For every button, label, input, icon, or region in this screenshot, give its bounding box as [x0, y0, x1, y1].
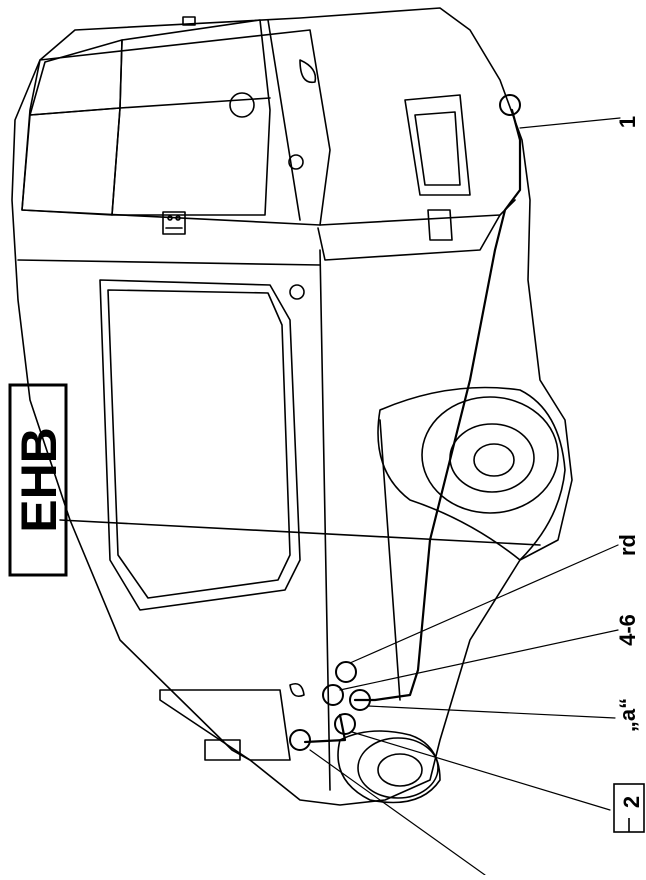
marker-1	[499, 94, 521, 116]
ehb-badge: EHB	[8, 383, 68, 577]
rear-door-edge	[267, 19, 301, 221]
rear-tow-socket	[427, 209, 453, 241]
label-rd: rd	[615, 534, 640, 556]
ehb-label: EHB	[11, 427, 67, 533]
rear-door-handle	[299, 59, 317, 84]
leader-1	[519, 117, 621, 129]
label-1: 1	[615, 116, 640, 128]
rear-lamp-inner	[414, 111, 461, 186]
rear-window-circle	[229, 92, 255, 118]
marker-rd	[335, 661, 357, 683]
leader-4-6	[339, 629, 619, 691]
marker-a	[349, 689, 371, 711]
rear-hub	[473, 443, 515, 477]
leader-2	[351, 731, 611, 811]
rear-door-left	[21, 107, 121, 216]
callout-2-box: 2	[613, 783, 645, 833]
hinge-bolt-2	[175, 215, 181, 221]
side-door-inner	[107, 289, 291, 599]
side-body-line	[59, 519, 541, 546]
front-door-handle	[289, 682, 305, 698]
rear-top-lamp	[182, 16, 196, 26]
rear-tyre	[421, 396, 559, 514]
marker-2	[334, 713, 356, 735]
leader-a	[367, 705, 616, 719]
rear-lock-circle	[288, 154, 304, 170]
front-rim	[377, 753, 423, 787]
rear-roof-panel	[21, 29, 331, 226]
wiring-harness-branch	[303, 713, 347, 744]
rear-rim	[449, 423, 535, 493]
rear-door-seam	[119, 97, 271, 109]
marker-extra	[289, 729, 311, 751]
rear-bumper-top	[319, 199, 516, 226]
front-tyre	[357, 737, 439, 799]
leader-rd	[349, 544, 619, 664]
front-door-window	[159, 689, 291, 761]
rear-door-left-upper	[29, 39, 123, 116]
rear-hinge	[162, 211, 186, 235]
side-sliding-door	[99, 279, 301, 611]
marker-4-6	[322, 684, 344, 706]
side-fuel-cap	[289, 284, 305, 300]
front-wheel-arch	[337, 730, 441, 804]
wiring-harness	[353, 108, 522, 702]
roof-side-edge	[17, 259, 321, 266]
rear-step	[317, 214, 501, 261]
label-4-6: 4-6	[615, 614, 640, 646]
label-2: 2	[619, 796, 644, 808]
hinge-bolt-1	[167, 215, 173, 221]
b-pillar-line	[319, 249, 331, 791]
van-body-outline	[11, 7, 573, 806]
rear-lamp-cluster	[404, 94, 471, 196]
side-mirror	[204, 739, 241, 761]
leader-extra	[309, 749, 486, 876]
rear-wheel-arch	[377, 386, 566, 561]
label-a: „a“	[615, 698, 640, 732]
